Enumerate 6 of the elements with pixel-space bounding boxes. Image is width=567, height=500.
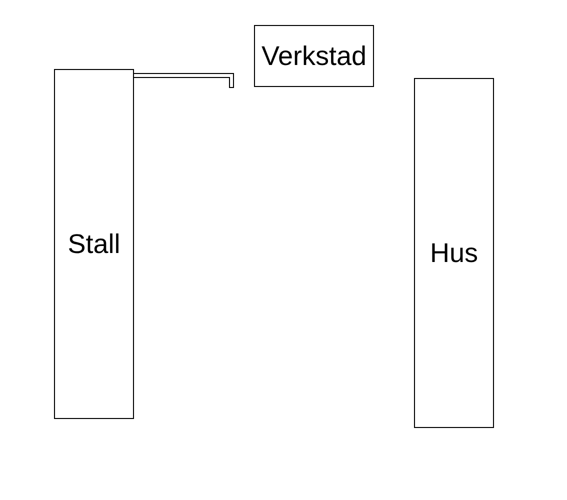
building-box	[54, 69, 134, 419]
building-label: Stall	[68, 228, 120, 260]
building-box	[414, 78, 494, 428]
building-label: Hus	[430, 238, 478, 268]
building-label: Verkstad	[261, 40, 367, 72]
building-box	[254, 25, 374, 87]
